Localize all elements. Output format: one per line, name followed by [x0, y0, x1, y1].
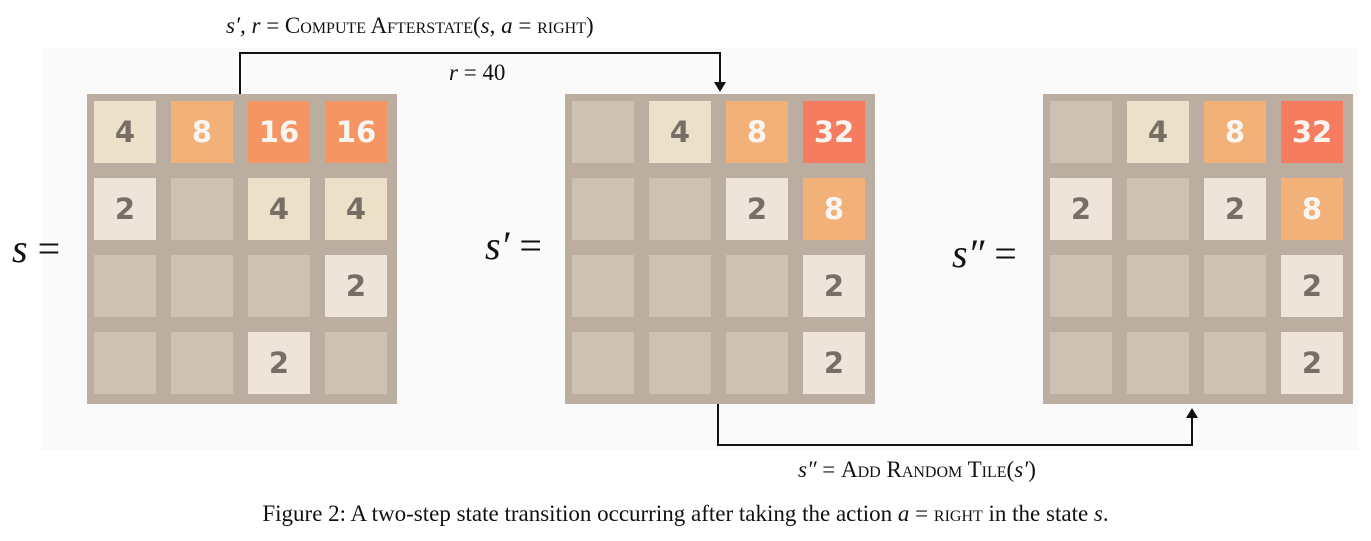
reward-var: r: [449, 60, 458, 85]
tile-empty: [572, 255, 634, 317]
tile-empty: [1127, 255, 1189, 317]
top-arg-eq: =: [512, 13, 538, 38]
caption-action-eq: =: [909, 501, 934, 526]
tile-8: 8: [1204, 101, 1266, 163]
caption-action-var: a: [897, 501, 910, 526]
tile-2: 2: [325, 255, 387, 317]
reward-label: r = 40: [449, 60, 505, 86]
tile-2: 2: [1204, 178, 1266, 240]
tile-empty: [726, 255, 788, 317]
top-function-name: Compute Afterstate: [284, 13, 473, 38]
tile-2: 2: [94, 178, 156, 240]
tile-16: 16: [248, 101, 310, 163]
caption-end: .: [1102, 501, 1109, 526]
tile-2: 2: [1050, 178, 1112, 240]
top-arg-s: s: [480, 13, 490, 38]
board-1-label: s′ =: [485, 222, 542, 269]
tile-2: 2: [1281, 332, 1343, 394]
tile-8: 8: [803, 178, 865, 240]
board-0-eq: =: [37, 226, 61, 271]
figure-caption: Figure 2: A two-step state transition oc…: [0, 501, 1371, 527]
tile-empty: [325, 332, 387, 394]
top-eq: =: [266, 13, 280, 38]
tile-2: 2: [248, 332, 310, 394]
tile-8: 8: [171, 101, 233, 163]
bottom-var: s″: [798, 457, 817, 482]
tile-empty: [572, 101, 634, 163]
tile-empty: [1127, 332, 1189, 394]
tile-4: 4: [649, 101, 711, 163]
tile-empty: [248, 255, 310, 317]
tile-8: 8: [726, 101, 788, 163]
tile-empty: [1050, 101, 1112, 163]
board-1-var: s′: [485, 223, 510, 268]
board-2-label: s″ =: [952, 230, 1017, 277]
tile-4: 4: [325, 178, 387, 240]
board-2-eq: =: [994, 231, 1017, 276]
tile-16: 16: [325, 101, 387, 163]
tile-empty: [649, 255, 711, 317]
tile-empty: [171, 255, 233, 317]
tile-empty: [1204, 255, 1266, 317]
top-arg-sep: ,: [489, 13, 502, 38]
tile-2: 2: [1281, 255, 1343, 317]
bottom-paren-close: ): [1028, 457, 1036, 482]
tile-2: 2: [726, 178, 788, 240]
tile-empty: [1050, 332, 1112, 394]
tile-4: 4: [248, 178, 310, 240]
board-0-var: s: [12, 226, 28, 271]
tile-empty: [572, 332, 634, 394]
tile-empty: [94, 255, 156, 317]
tile-empty: [171, 178, 233, 240]
caption-mid: in the state: [982, 501, 1094, 526]
bottom-function-name: Add Random Tile: [841, 457, 1007, 482]
bottom-paren-open: (: [1006, 457, 1015, 482]
compute-afterstate-label: s′, r = Compute Afterstate(s, a = right): [226, 13, 594, 39]
tile-empty: [572, 178, 634, 240]
tile-2: 2: [803, 332, 865, 394]
tile-8: 8: [1281, 178, 1343, 240]
caption-action-name: right: [933, 501, 983, 526]
tile-2: 2: [803, 255, 865, 317]
caption-prefix: Figure 2: A two-step state transition oc…: [262, 501, 898, 526]
tile-empty: [1204, 332, 1266, 394]
bottom-arg: s′: [1014, 457, 1029, 482]
tile-empty: [649, 332, 711, 394]
top-paren-close: ): [585, 13, 594, 38]
tile-4: 4: [1127, 101, 1189, 163]
top-var: s′, r: [226, 13, 261, 38]
reward-value: = 40: [457, 60, 506, 85]
random-tile-arrow: [717, 404, 1198, 446]
tile-32: 32: [803, 101, 865, 163]
tile-4: 4: [94, 101, 156, 163]
bottom-eq: =: [816, 457, 842, 482]
board-0-label: s =: [12, 225, 60, 272]
top-paren-open: (: [472, 13, 481, 38]
board-2-var: s″: [952, 231, 985, 276]
tile-32: 32: [1281, 101, 1343, 163]
top-arg-action: right: [537, 13, 586, 38]
tile-empty: [171, 332, 233, 394]
tile-empty: [94, 332, 156, 394]
add-random-tile-label: s″ = Add Random Tile(s′): [798, 457, 1036, 483]
tile-empty: [726, 332, 788, 394]
board-1-eq: =: [519, 223, 542, 268]
top-arg-a: a: [501, 13, 513, 38]
tile-empty: [649, 178, 711, 240]
tile-empty: [1050, 255, 1112, 317]
caption-state-var: s: [1093, 501, 1103, 526]
tile-empty: [1127, 178, 1189, 240]
afterstate-arrow: [239, 52, 726, 94]
